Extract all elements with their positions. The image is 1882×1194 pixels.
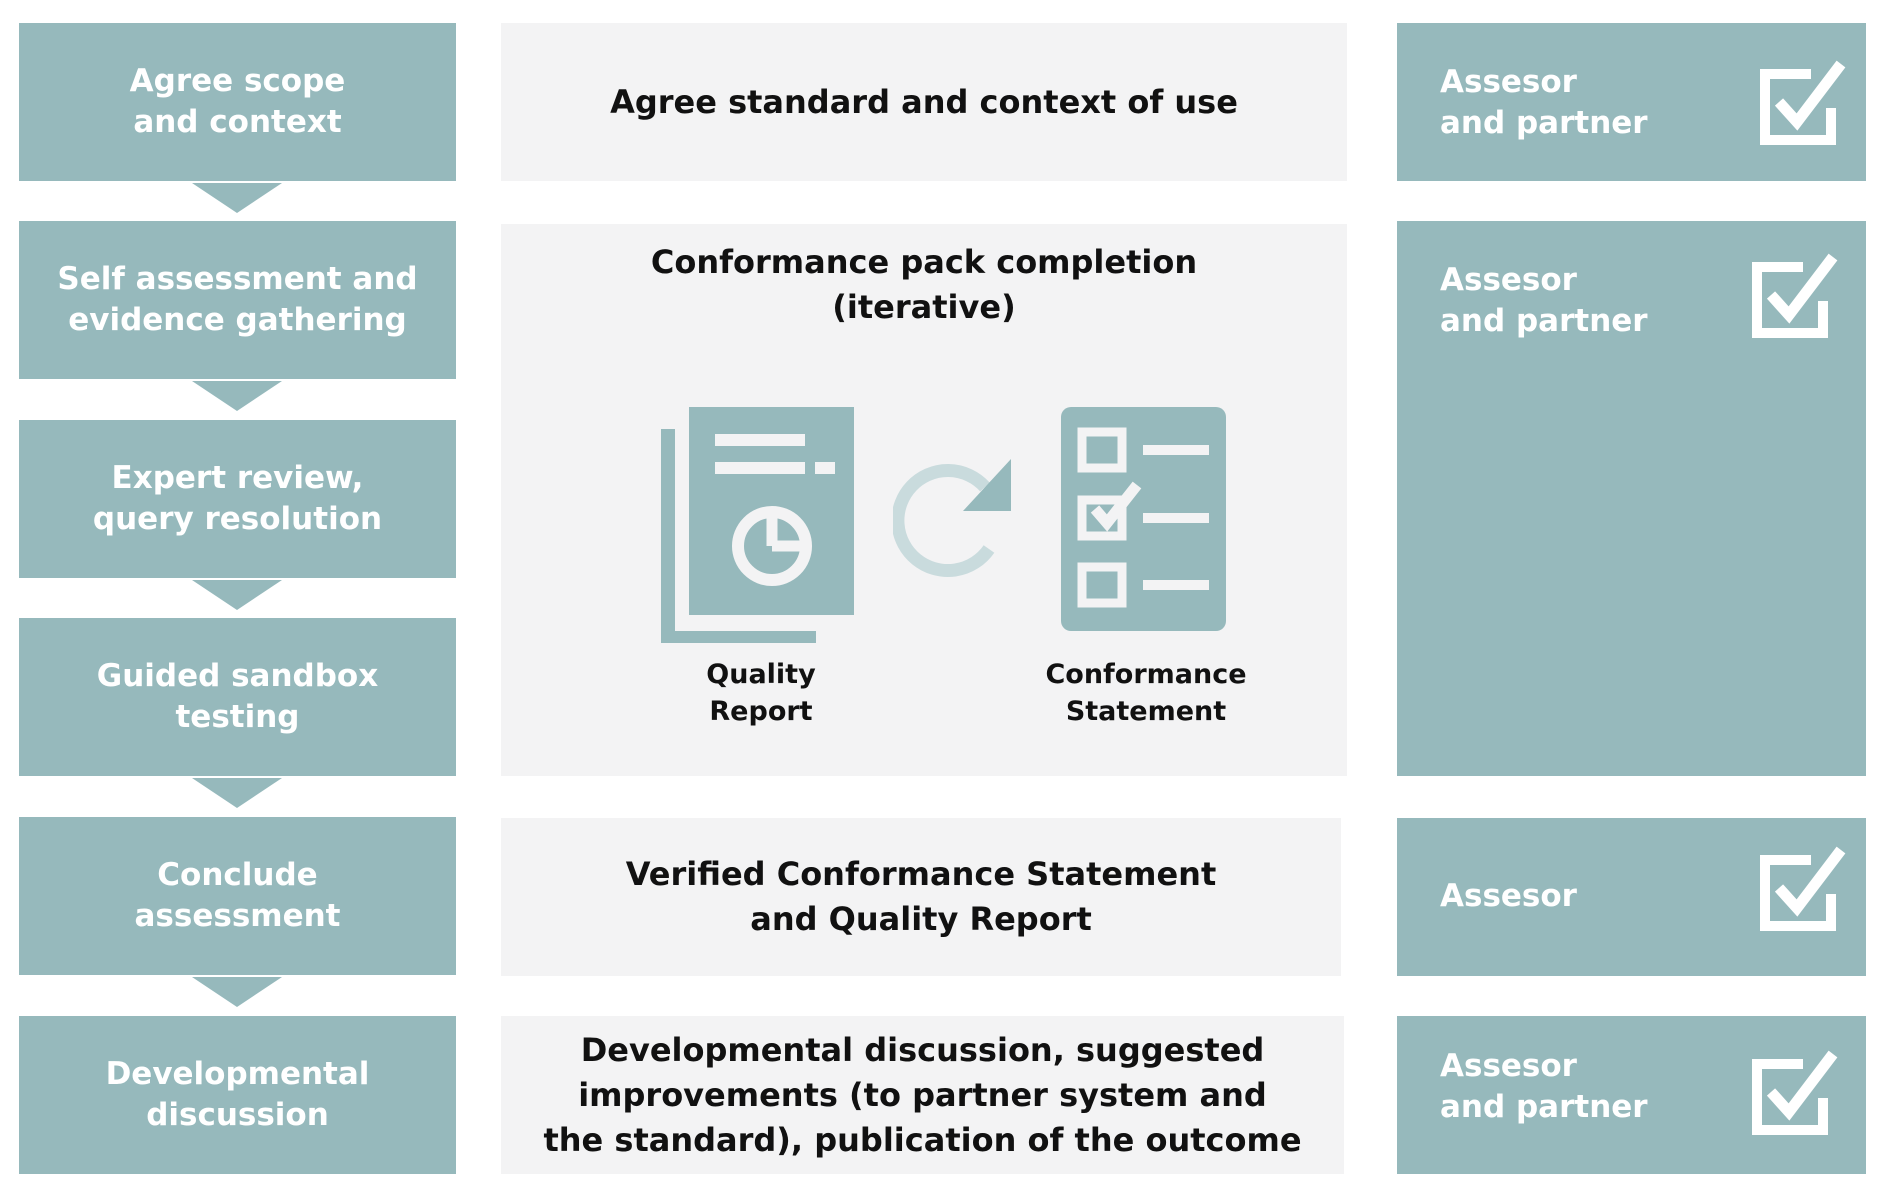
step-conclude-assessment: Conclude assessment	[19, 817, 456, 975]
checkbox-checked-icon	[1752, 1050, 1838, 1135]
role-label: Assesor and partner	[1440, 262, 1648, 339]
role-label: Assesor and partner	[1440, 64, 1648, 141]
step-sandbox-testing: Guided sandbox testing	[19, 618, 456, 776]
role-box-assessor-partner: Assesor and partner	[1397, 221, 1866, 776]
flow-arrow	[192, 977, 282, 1007]
checkbox-checked-icon	[1760, 60, 1846, 145]
step-label: Conclude assessment	[134, 857, 341, 934]
panel-text: Agree standard and context of use	[610, 82, 1238, 121]
panel-developmental-outcome: Developmental discussion, suggested impr…	[501, 1016, 1344, 1174]
step-label: Developmental discussion	[105, 1056, 370, 1133]
checkbox-checked-icon	[1752, 253, 1838, 338]
panel-verified-statement: Verified Conformance Statement and Quali…	[501, 818, 1341, 976]
step-expert-review: Expert review, query resolution	[19, 420, 456, 578]
panel-conformance-pack: Conformance pack completion (iterative) …	[501, 224, 1347, 776]
step-label: Expert review, query resolution	[92, 460, 383, 537]
role-label: Assesor	[1440, 878, 1577, 914]
role-box-assessor: Assesor	[1397, 818, 1866, 976]
conformance-statement-caption: Conformance Statement	[1045, 659, 1247, 727]
step-label: Agree scope and context	[129, 63, 346, 140]
role-box-assessor-partner: Assesor and partner	[1397, 23, 1866, 181]
step-label: Self assessment and evidence gathering	[57, 261, 418, 338]
flow-arrow	[192, 778, 282, 808]
flow-arrow	[192, 580, 282, 610]
step-developmental-discussion: Developmental discussion	[19, 1016, 456, 1174]
role-label: Assesor and partner	[1440, 1048, 1648, 1125]
step-agree-scope: Agree scope and context	[19, 23, 456, 181]
step-label: Guided sandbox testing	[96, 658, 379, 735]
report-document-icon	[661, 407, 854, 643]
panel-text: Developmental discussion, suggested impr…	[543, 1030, 1302, 1159]
checklist-icon	[1061, 407, 1226, 631]
refresh-cycle-icon	[893, 459, 1011, 578]
role-box-assessor-partner: Assesor and partner	[1397, 1016, 1866, 1174]
step-self-assessment: Self assessment and evidence gathering	[19, 221, 456, 379]
flow-arrow	[192, 183, 282, 213]
panel-agree-standard: Agree standard and context of use	[501, 23, 1347, 181]
flow-arrow	[192, 381, 282, 411]
quality-report-caption: Quality Report	[706, 659, 816, 727]
panel-text: Verified Conformance Statement and Quali…	[625, 855, 1217, 938]
checkbox-checked-icon	[1760, 846, 1846, 931]
panel-title: Conformance pack completion (iterative)	[650, 243, 1198, 326]
